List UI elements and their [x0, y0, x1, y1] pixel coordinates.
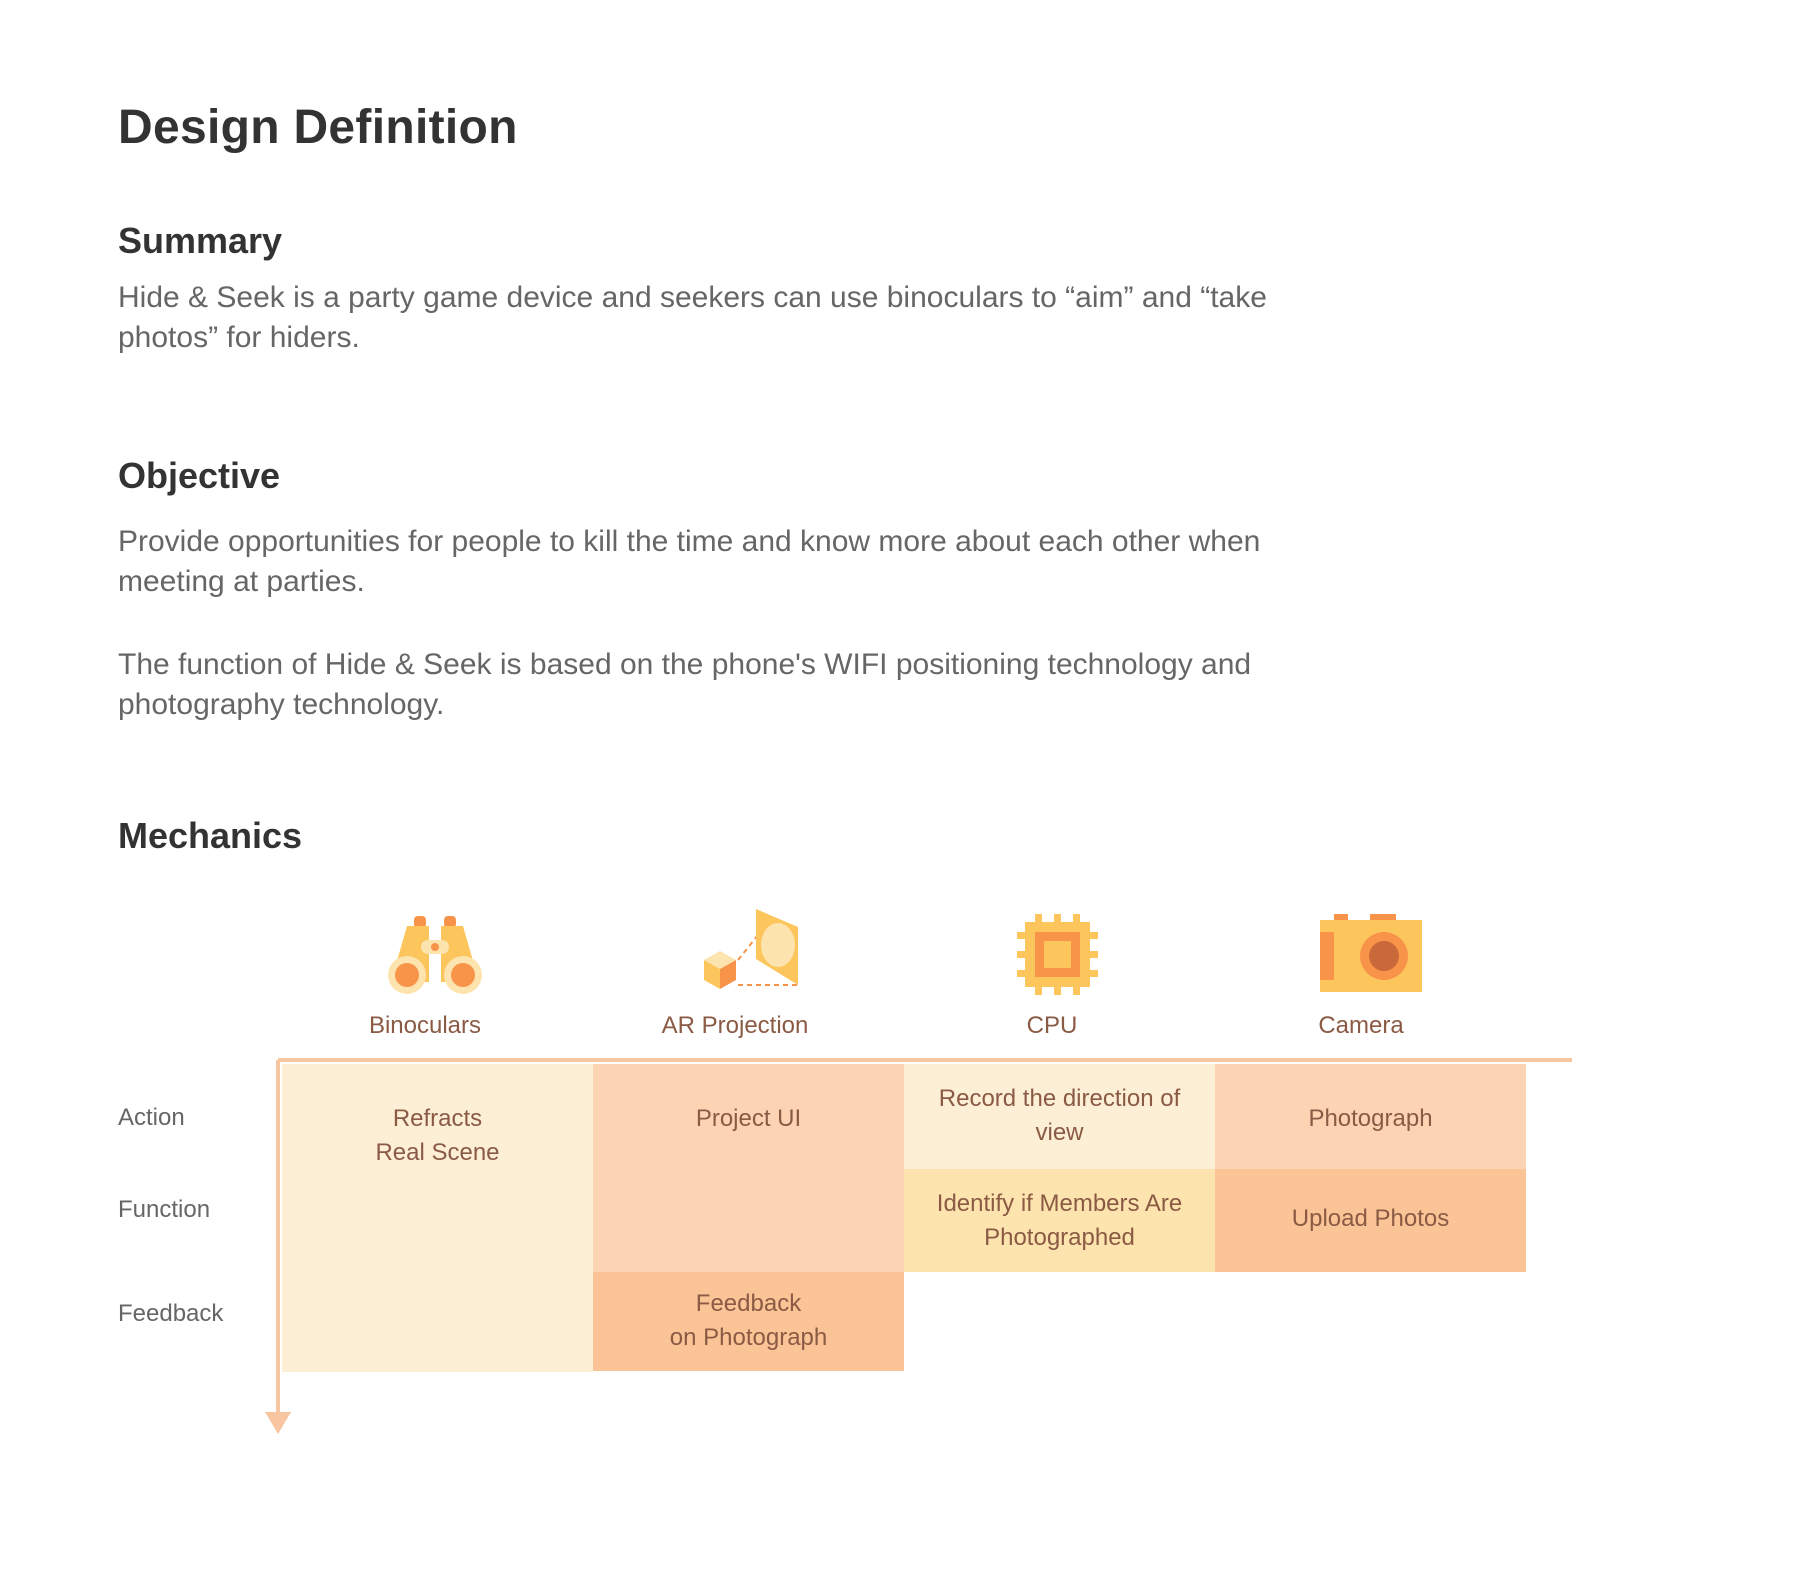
cell-cpu-function-text: Identify if Members Are Photographed [936, 1190, 1183, 1251]
cell-ar-action-text: Project UI [695, 1105, 802, 1132]
objective-text-1: Provide opportunities for people to kill… [118, 525, 1261, 598]
vertical-axis-line [276, 1060, 280, 1420]
row-label-action: Action [118, 1104, 185, 1131]
page-title: Design Definition [118, 101, 518, 154]
column-label-ar-projection: AR Projection [661, 1012, 809, 1039]
cell-cpu-action-text: Record the direction of view [938, 1085, 1181, 1146]
cell-ar-feedback-text: Feedback on Photograph [669, 1290, 828, 1351]
binoculars-icon [388, 916, 482, 994]
objective-heading: Objective [118, 455, 281, 496]
cell-binoculars-text: Refracts Real Scene [375, 1105, 500, 1166]
summary-heading: Summary [118, 220, 283, 261]
camera-icon [1320, 914, 1422, 992]
cell-ar-action: Project UI [593, 1064, 904, 1272]
row-label-feedback: Feedback [118, 1300, 224, 1327]
row-label-function: Function [118, 1196, 211, 1223]
cell-camera-function-text: Upload Photos [1291, 1205, 1450, 1232]
cpu-icon [1017, 914, 1098, 995]
objective-text-2: The function of Hide & Seek is based on … [118, 648, 1252, 721]
axis-arrow-down-icon [265, 1412, 291, 1434]
mechanics-heading: Mechanics [118, 815, 303, 856]
column-label-binoculars: Binoculars [368, 1012, 482, 1039]
cell-camera-action-text: Photograph [1308, 1105, 1433, 1132]
column-label-camera: Camera [1318, 1012, 1404, 1039]
cell-cpu-action: Record the direction of view [904, 1064, 1215, 1169]
summary-text: Hide & Seek is a party game device and s… [118, 281, 1267, 354]
cell-ar-feedback: Feedback on Photograph [593, 1272, 904, 1371]
horizontal-axis-line [278, 1058, 1572, 1062]
cell-camera-function: Upload Photos [1215, 1169, 1526, 1272]
cell-binoculars: Refracts Real Scene [282, 1064, 593, 1372]
ar-projection-icon [704, 909, 798, 989]
cell-cpu-function: Identify if Members Are Photographed [904, 1169, 1215, 1272]
cell-camera-action: Photograph [1215, 1064, 1526, 1169]
column-label-cpu: CPU [1026, 1012, 1078, 1039]
